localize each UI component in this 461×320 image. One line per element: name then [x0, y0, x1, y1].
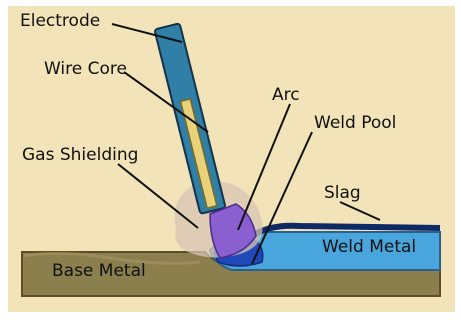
label-weld-pool: Weld Pool — [314, 113, 396, 133]
label-base-metal: Base Metal — [52, 261, 146, 281]
label-arc: Arc — [272, 85, 300, 105]
label-electrode: Electrode — [20, 11, 100, 31]
label-weld-metal: Weld Metal — [322, 237, 416, 257]
label-wire-core: Wire Core — [44, 59, 127, 79]
label-gas-shielding: Gas Shielding — [22, 145, 138, 165]
label-slag: Slag — [324, 183, 361, 203]
